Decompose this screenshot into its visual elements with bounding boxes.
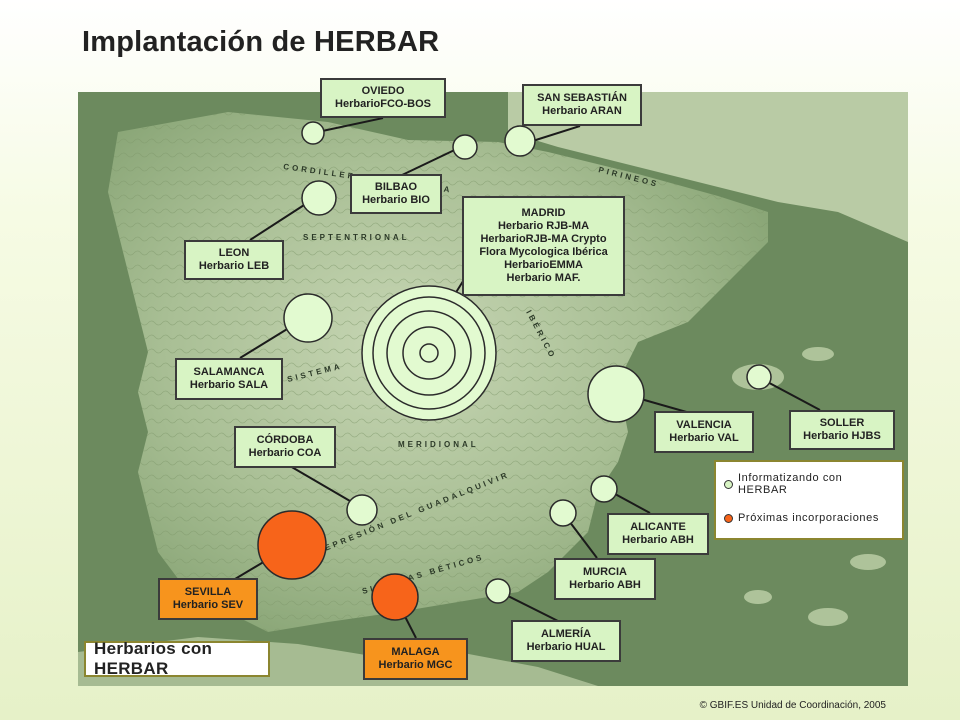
label-sevilla-city: SEVILLA <box>184 586 232 598</box>
label-almeria-city: ALMERÍA <box>540 628 592 640</box>
herbarios-box: Herbarios con HERBAR <box>84 639 270 678</box>
label-salamanca-city: SALAMANCA <box>193 366 265 378</box>
label-malaga: MALAGA Herbario MGC <box>363 638 468 680</box>
label-malaga-city: MALAGA <box>391 646 440 658</box>
menorca-island <box>802 347 834 361</box>
map-label-septentrional: SEPTENTRIONAL <box>303 233 410 242</box>
label-madrid-herbarium-4: HerbarioEMMA <box>504 259 583 271</box>
label-madrid-herbarium-5: Herbario MAF. <box>506 272 581 284</box>
label-madrid-herbarium-1: Herbario RJB-MA <box>497 220 590 232</box>
label-bilbao: BILBAO Herbario BIO <box>350 174 442 214</box>
label-leon-herbarium: Herbario LEB <box>198 260 270 272</box>
map-label-meridional: MERIDIONAL <box>398 440 479 449</box>
legend-active-dot-icon <box>724 479 733 489</box>
canary-island-2 <box>808 608 848 626</box>
label-cordoba-herbarium: Herbario COA <box>248 447 322 459</box>
label-valencia-city: VALENCIA <box>676 419 732 431</box>
copyright: © GBIF.ES Unidad de Coordinación, 2005 <box>699 700 886 711</box>
label-murcia: MURCIA Herbario ABH <box>554 558 656 600</box>
label-almeria: ALMERÍA Herbario HUAL <box>511 620 621 662</box>
mallorca-island <box>732 364 784 390</box>
canary-island-1 <box>744 590 772 604</box>
label-malaga-herbarium: Herbario MGC <box>378 659 453 671</box>
label-san-sebastian: SAN SEBASTIÁN Herbario ARAN <box>522 84 642 126</box>
label-valencia: VALENCIA Herbario VAL <box>654 411 754 453</box>
label-almeria-herbarium: Herbario HUAL <box>526 641 606 653</box>
legend-active-label: Informatizando con HERBAR <box>738 472 843 496</box>
legend: Informatizando con HERBAR Próximas incor… <box>714 460 904 540</box>
label-san-sebastian-herbarium: Herbario ARAN <box>542 105 622 117</box>
label-bilbao-city: BILBAO <box>374 181 418 193</box>
label-oviedo-herbarium: HerbarioFCO-BOS <box>335 98 431 110</box>
label-sevilla: SEVILLA Herbario SEV <box>158 578 258 620</box>
label-madrid-herbarium-2: HerbarioRJB-MA Crypto <box>480 233 607 245</box>
legend-upcoming-dot-icon <box>724 513 733 523</box>
label-madrid-herbarium-3: Flora Mycologica Ibérica <box>479 246 608 258</box>
page-title: Implantación de HERBAR <box>82 26 440 58</box>
label-oviedo-city: OVIEDO <box>361 85 405 97</box>
legend-upcoming-label: Próximas incorporaciones <box>738 512 879 524</box>
label-salamanca: SALAMANCA Herbario SALA <box>175 358 283 400</box>
label-murcia-herbarium: Herbario ABH <box>569 579 641 591</box>
label-sevilla-herbarium: Herbario SEV <box>172 599 244 611</box>
legend-item-upcoming: Próximas incorporaciones <box>724 512 894 524</box>
label-madrid-city: MADRID <box>521 207 566 219</box>
label-alicante-city: ALICANTE <box>630 521 686 533</box>
label-salamanca-herbarium: Herbario SALA <box>189 379 269 391</box>
legend-item-active: Informatizando con HERBAR <box>724 472 894 496</box>
label-soller: SOLLER Herbario HJBS <box>789 410 895 450</box>
label-leon-city: LEON <box>218 247 250 259</box>
label-madrid: MADRID Herbario RJB-MA HerbarioRJB-MA Cr… <box>462 196 625 296</box>
label-cordoba: CÓRDOBA Herbario COA <box>234 426 336 468</box>
label-alicante: ALICANTE Herbario ABH <box>607 513 709 555</box>
label-leon: LEON Herbario LEB <box>184 240 284 280</box>
label-valencia-herbarium: Herbario VAL <box>669 432 739 444</box>
label-murcia-city: MURCIA <box>583 566 627 578</box>
label-soller-city: SOLLER <box>819 417 865 429</box>
france-landmass <box>508 92 908 242</box>
canary-island-3 <box>850 554 886 570</box>
label-bilbao-herbarium: Herbario BIO <box>362 194 430 206</box>
label-soller-herbarium: Herbario HJBS <box>803 430 881 442</box>
label-cordoba-city: CÓRDOBA <box>256 434 314 446</box>
label-alicante-herbarium: Herbario ABH <box>622 534 694 546</box>
label-san-sebastian-city: SAN SEBASTIÁN <box>537 92 627 104</box>
label-oviedo: OVIEDO HerbarioFCO-BOS <box>320 78 446 118</box>
